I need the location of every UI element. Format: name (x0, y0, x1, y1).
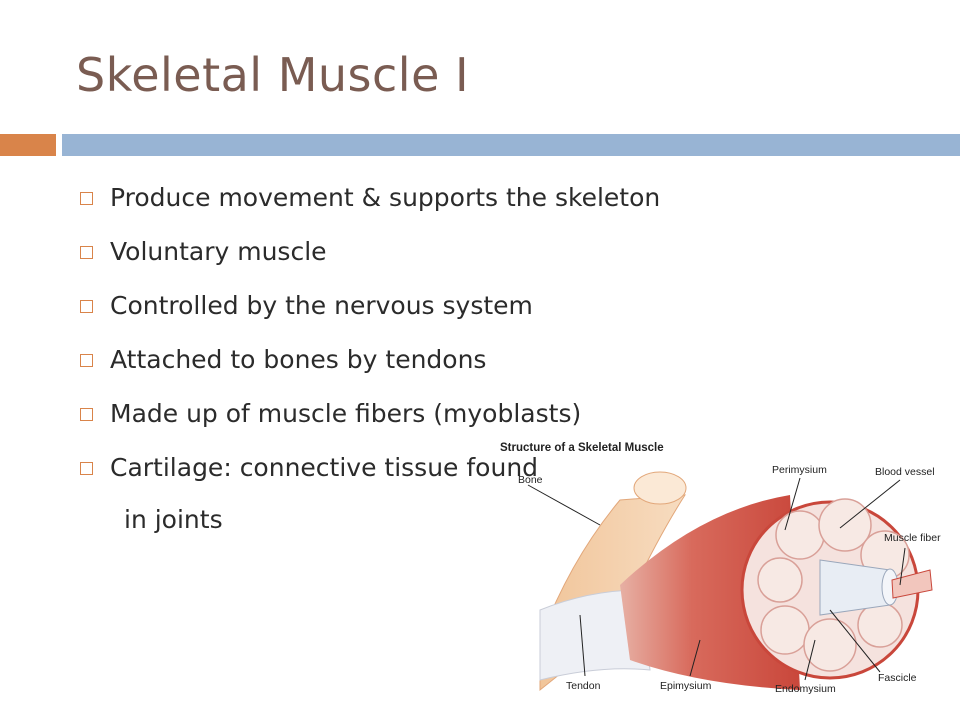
accent-bar-blue (62, 134, 960, 156)
bullet-text: Voluntary muscle (110, 237, 327, 266)
bullet-item: Attached to bones by tendons (80, 340, 660, 394)
bullet-text: Made up of muscle fibers (myoblasts) (110, 399, 582, 428)
label-tendon: Tendon (566, 680, 601, 692)
bullet-text: Produce movement & supports the skeleton (110, 183, 661, 212)
fascicle-shape (757, 557, 803, 603)
bullet-box-icon (80, 462, 93, 475)
bullet-item: Cartilage: connective tissue found (80, 448, 660, 502)
bullet-item: Controlled by the nervous system (80, 286, 660, 340)
bullet-box-icon (80, 408, 93, 421)
fascicle-shape (857, 602, 903, 648)
label-epimysium: Epimysium (660, 680, 712, 692)
label-muscle-fiber: Muscle fiber (884, 532, 941, 544)
bullet-box-icon (80, 300, 93, 313)
fascicle-shape (760, 605, 810, 655)
bullet-text: Attached to bones by tendons (110, 345, 487, 374)
bullet-list: Produce movement & supports the skeleton… (80, 178, 660, 502)
bullet-item: Made up of muscle fibers (myoblasts) (80, 394, 660, 448)
bullet-text: Controlled by the nervous system (110, 291, 533, 320)
label-fascicle: Fascicle (878, 672, 917, 684)
label-blood-vessel: Blood vessel (875, 466, 935, 478)
fascicle-cylinder (819, 559, 891, 616)
fascicle-shape (803, 618, 857, 672)
bullet-item: Produce movement & supports the skeleton (80, 178, 660, 232)
accent-bar-orange (0, 134, 56, 156)
figure-title: Structure of a Skeletal Muscle (500, 442, 664, 454)
bullet-box-icon (80, 354, 93, 367)
label-bone: Bone (518, 474, 543, 486)
label-perimysium: Perimysium (772, 464, 827, 476)
slide-title: Skeletal Muscle I (76, 48, 470, 102)
label-endomysium: Endomysium (775, 683, 836, 695)
muscle-illustration (527, 471, 933, 692)
fascicle-shape (775, 510, 825, 560)
muscle-structure-figure: Structure of a Skeletal Muscle Bone Peri… (500, 440, 960, 720)
tendon-shape (539, 589, 651, 681)
bullet-continuation: in joints (124, 505, 223, 534)
bullet-text: Cartilage: connective tissue found (110, 453, 539, 482)
bone-end (633, 471, 687, 505)
bullet-box-icon (80, 246, 93, 259)
fascicle-shape (818, 498, 872, 552)
muscle-fiber-shape (891, 569, 933, 599)
bullet-box-icon (80, 192, 93, 205)
bullet-item: Voluntary muscle (80, 232, 660, 286)
